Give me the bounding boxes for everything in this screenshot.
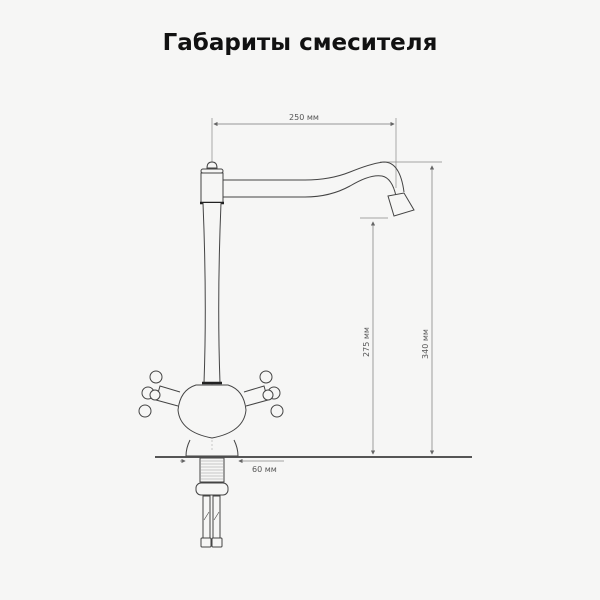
dimension-base-diameter: 60 мм: [180, 458, 284, 474]
base-diameter-label: 60 мм: [252, 465, 277, 474]
faucet-outline: [138, 160, 415, 548]
spout-height-label: 275 мм: [362, 327, 371, 357]
spout-reach-label: 250 мм: [289, 113, 319, 122]
total-height-label: 340 мм: [421, 329, 430, 359]
dimension-spout-height: 275 мм: [360, 217, 388, 455]
dimension-spout-reach: 250 мм: [211, 113, 397, 188]
page-title: Габариты смесителя: [162, 30, 438, 56]
dimension-total-height: 340 мм: [380, 161, 442, 455]
